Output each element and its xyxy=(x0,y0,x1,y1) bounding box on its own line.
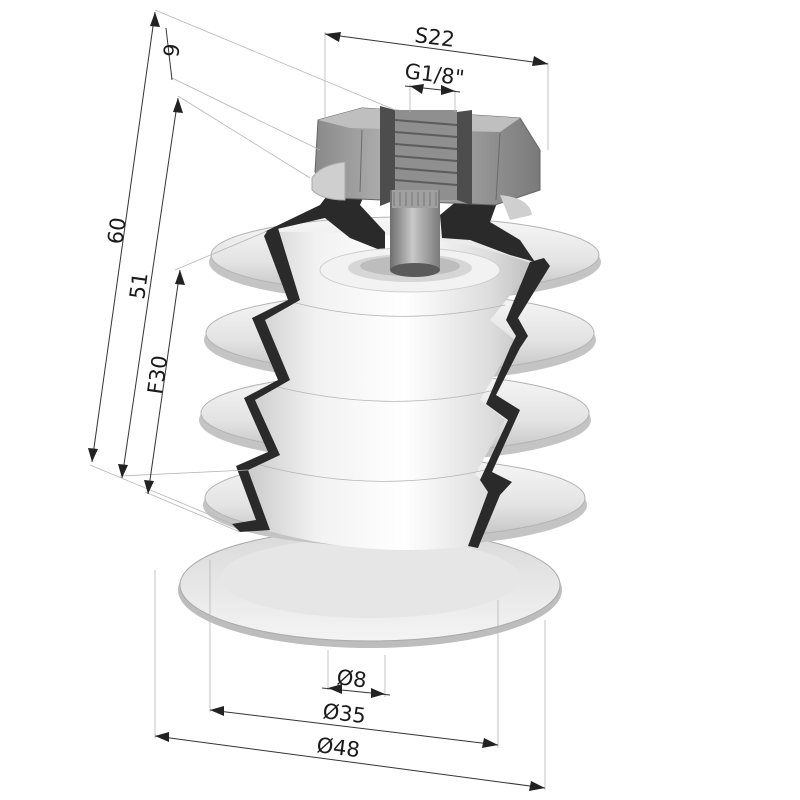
right-seal-section xyxy=(468,258,550,548)
dim-line-60 xyxy=(91,11,156,463)
dim-line-9 xyxy=(165,27,173,81)
threaded-bore xyxy=(380,106,472,206)
cutaway-inner-body xyxy=(245,231,535,550)
dim-line-s22 xyxy=(324,33,549,65)
suction-cup-body xyxy=(178,106,601,648)
label-height-bellows: 51 xyxy=(125,271,152,301)
label-thread: G1/8" xyxy=(403,59,465,90)
bottom-lip-inner-shadow xyxy=(220,538,520,618)
label-inner-diameter: Ø8 xyxy=(335,665,368,692)
dim-line-d48 xyxy=(154,735,546,789)
dim-line-f30 xyxy=(147,269,181,495)
dimension-annotations xyxy=(88,9,549,791)
left-seal-section xyxy=(232,228,300,532)
dim-line-51 xyxy=(121,97,179,479)
label-outer-diameter: Ø48 xyxy=(315,733,361,762)
label-mid-diameter: Ø35 xyxy=(321,699,367,728)
label-height-total: 60 xyxy=(103,216,130,246)
label-folds: F30 xyxy=(143,354,172,396)
center-stem xyxy=(390,190,440,277)
label-hex-size: S22 xyxy=(413,23,456,52)
dim-line-d35 xyxy=(209,709,499,746)
label-top-offset: 9 xyxy=(159,42,185,59)
